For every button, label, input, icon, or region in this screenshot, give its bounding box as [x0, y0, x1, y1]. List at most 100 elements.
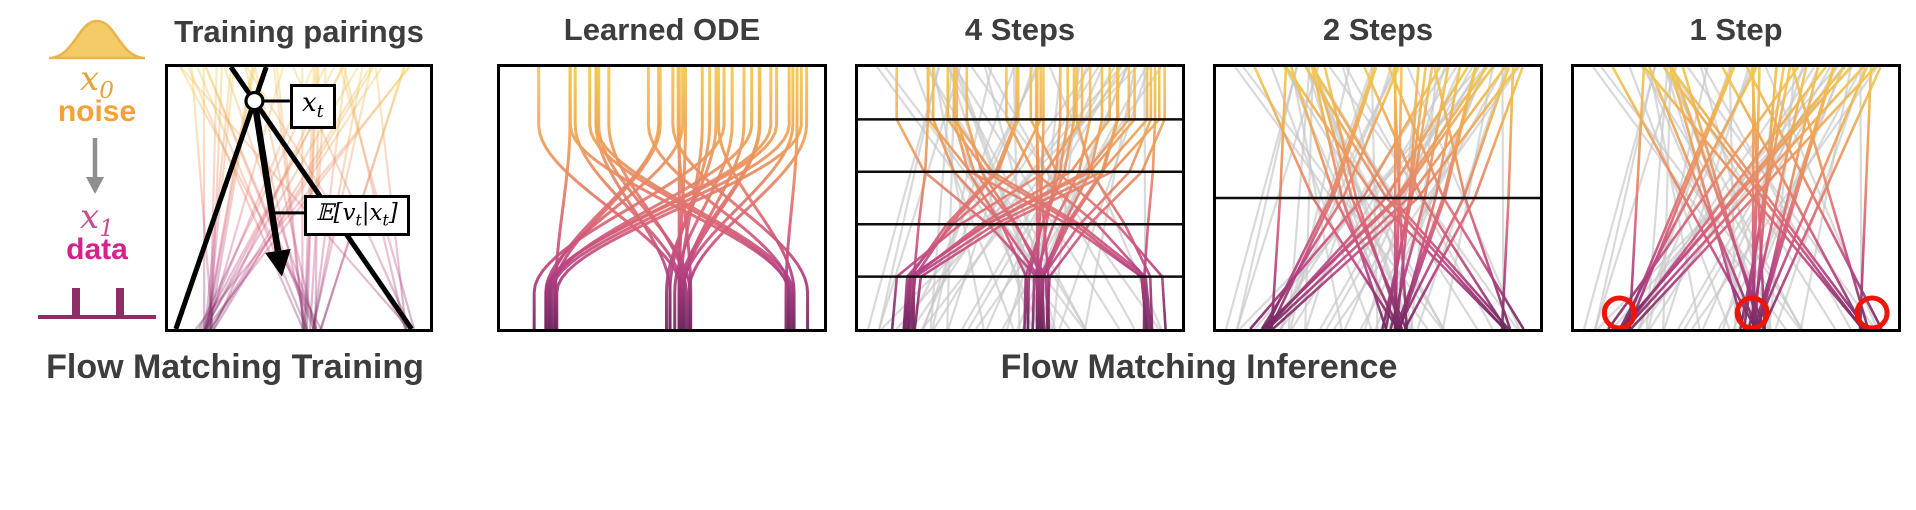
pastel-pairing-line — [179, 67, 410, 329]
ev-part2: |x — [361, 200, 383, 226]
pastel-pairing-line — [204, 67, 233, 329]
red-circle-marker — [1601, 295, 1637, 329]
data-label: data — [66, 233, 128, 266]
trajectory-line — [1040, 67, 1104, 329]
gray-pairing-line — [1774, 67, 1866, 329]
pastel-pairing-line — [208, 67, 256, 329]
trajectory-line — [1761, 67, 1882, 329]
trajectory-line — [1669, 67, 1868, 329]
x0-label: x0 — [30, 62, 164, 103]
trajectory-line — [687, 67, 809, 329]
trajectory-line — [1029, 67, 1167, 329]
pastel-pairing-line — [179, 67, 322, 329]
trajectory-line — [1045, 67, 1166, 329]
pastel-pairing-line — [205, 67, 255, 329]
xt-node — [244, 90, 265, 112]
trajectory-line — [1681, 67, 1762, 329]
pastel-pairing-line — [187, 67, 305, 329]
gray-pairing-line — [987, 67, 1136, 329]
trajectory-line — [1742, 67, 1785, 329]
data-spike — [72, 288, 80, 317]
gray-pairing-line — [975, 67, 1163, 329]
trajectory-line — [1075, 67, 1154, 329]
gray-pairing-line — [1083, 67, 1136, 329]
gray-pairing-line — [1582, 67, 1657, 329]
panel-1-step — [1571, 64, 1901, 332]
trajectory-canvas — [858, 67, 1182, 329]
trajectory-line — [906, 67, 1111, 329]
trajectory-line — [1745, 67, 1883, 329]
sample-pairing-line — [173, 67, 269, 329]
trajectory-line — [673, 67, 734, 329]
trajectory-line — [931, 67, 1043, 329]
gray-pairing-line — [1717, 67, 1864, 329]
trajectory-canvas — [1216, 67, 1540, 329]
trajectory-line — [1754, 67, 1869, 329]
ev-part1: 𝔼[v — [316, 200, 356, 226]
pastel-pairing-line — [204, 67, 315, 329]
ev-sub1: t — [355, 210, 362, 230]
gray-pairing-line — [1799, 67, 1852, 329]
data-distribution-icon — [38, 288, 156, 319]
gaussian-bump-shape — [48, 19, 146, 60]
panel-title-1-step: 1 Step — [1689, 12, 1783, 47]
x1-base: x — [80, 197, 100, 237]
training-panel-title: Training pairings — [174, 14, 424, 49]
trajectory-line — [1858, 67, 1873, 329]
trajectory-line — [784, 67, 799, 329]
trajectory-line — [1618, 67, 1758, 329]
red-circle-marker — [1734, 295, 1770, 329]
trajectory-line — [1626, 67, 1736, 329]
gray-pairing-line — [932, 67, 985, 329]
trajectory-line — [548, 67, 754, 329]
trajectory-line — [1142, 67, 1157, 329]
noise-to-data-arrow-icon — [86, 138, 104, 194]
trajectory-line — [646, 67, 792, 329]
x1-sub: 1 — [99, 215, 114, 242]
xt-base: x — [302, 88, 317, 118]
training-caption: Flow Matching Training — [46, 348, 424, 386]
trajectory-line — [890, 67, 1084, 329]
trajectory-line — [573, 67, 685, 329]
trajectory-line — [1628, 67, 1646, 329]
trajectory-canvas — [1582, 67, 1890, 329]
trajectory-line — [1624, 67, 1865, 329]
gray-pairing-line — [1594, 67, 1656, 329]
ev-sub2: t — [382, 210, 389, 230]
inference-caption: Flow Matching Inference — [1000, 348, 1398, 386]
pastel-pairing-line — [275, 67, 306, 329]
gray-pairing-line — [1628, 67, 1731, 329]
trajectory-line — [594, 67, 672, 329]
trajectory-line — [678, 67, 761, 329]
panel-title-learned-ode: Learned ODE — [563, 12, 761, 47]
trajectory-line — [1668, 67, 1746, 329]
pastel-pairing-line — [196, 67, 308, 329]
x1-label: x1 — [30, 200, 164, 241]
trajectory-line — [1648, 67, 1759, 329]
trajectory-line — [912, 67, 930, 329]
panel-title-4-steps: 4 Steps — [964, 12, 1076, 47]
xt-sub: t — [316, 102, 324, 123]
trajectory-line — [547, 67, 661, 329]
gray-pairing-line — [1691, 67, 1879, 329]
gray-pairing-line — [922, 67, 1016, 329]
gray-pairing-line — [880, 67, 1138, 329]
trajectory-line — [1620, 67, 1846, 329]
panel-4-steps — [855, 64, 1185, 332]
trajectory-line — [682, 67, 746, 329]
trajectory-line — [1671, 67, 1766, 329]
data-spike — [116, 288, 124, 317]
x0-base: x — [80, 59, 100, 99]
trajectory-line — [913, 67, 1161, 329]
trajectory-line — [716, 67, 796, 329]
trajectory-line — [532, 67, 726, 329]
xt-callout-box: xt — [290, 84, 336, 129]
panel-title-2-steps: 2 Steps — [1322, 12, 1434, 47]
gray-pairing-line — [912, 67, 1015, 329]
trajectory-line — [952, 67, 1030, 329]
trajectory-line — [1752, 67, 1835, 329]
ev-part3: ] — [388, 200, 398, 226]
noise-label: noise — [57, 95, 137, 128]
gray-pairing-line — [1645, 67, 1669, 329]
